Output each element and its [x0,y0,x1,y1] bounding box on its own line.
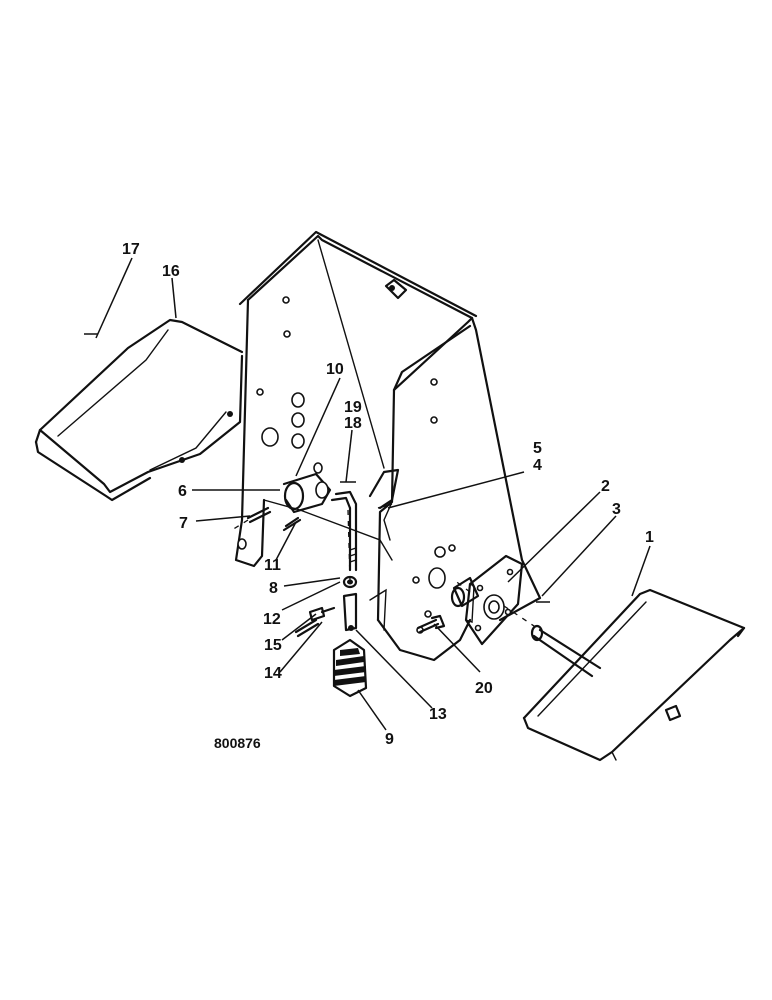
callout-13: 13 [429,706,447,723]
pivot-bush-assembly [246,472,332,532]
callout-5: 5 [533,440,542,457]
callout-4: 4 [533,457,542,474]
leader-lines [84,257,651,731]
callout-12: 12 [263,611,281,628]
callout-7: 7 [179,515,188,532]
callout-16: 16 [162,263,180,280]
callout-20: 20 [475,680,493,697]
callout-3: 3 [612,501,621,518]
callout-9: 9 [385,731,394,748]
callout-18: 18 [344,415,362,432]
alignment-lines [231,509,541,631]
drawing-number: 800876 [214,735,261,751]
callout-10: 10 [326,361,344,378]
mounting-plate [450,554,524,646]
right-pedal [522,588,746,762]
spring-assembly [294,575,368,698]
callout-1: 1 [645,529,654,546]
callout-14: 14 [264,665,282,682]
callout-labels: 1 2 3 4 5 6 7 8 9 10 11 12 13 14 15 16 1… [122,241,654,751]
callout-15: 15 [264,637,282,654]
callout-2: 2 [601,478,610,495]
bent-rod [330,490,358,572]
callout-19: 19 [344,399,362,416]
callout-8: 8 [269,580,278,597]
callout-6: 6 [178,483,187,500]
console-bracket [234,230,542,662]
left-pedal [34,318,244,502]
callout-11: 11 [264,557,281,574]
callout-17: 17 [122,241,140,258]
